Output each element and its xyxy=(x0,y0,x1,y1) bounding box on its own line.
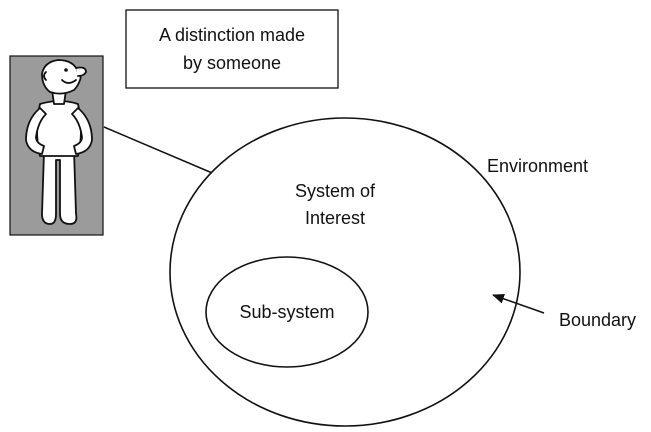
system-label-line-1: System of xyxy=(295,181,376,201)
distinction-box: A distinction made by someone xyxy=(125,9,339,89)
system-of-interest-ellipse xyxy=(169,117,521,427)
observer-panel xyxy=(9,55,104,236)
subsystem-label: Sub-system xyxy=(239,302,334,322)
subsystem-ellipse xyxy=(205,256,369,368)
observer-person-icon xyxy=(25,59,93,225)
distinction-line-1: A distinction made xyxy=(159,25,305,45)
system-label-line-2: Interest xyxy=(305,208,365,228)
boundary-label: Boundary xyxy=(559,310,636,330)
observer-arrow xyxy=(103,126,225,179)
boundary-arrow xyxy=(492,293,545,314)
distinction-line-2: by someone xyxy=(183,53,281,73)
environment-label: Environment xyxy=(487,156,588,176)
distinction-box-frame xyxy=(125,9,339,89)
